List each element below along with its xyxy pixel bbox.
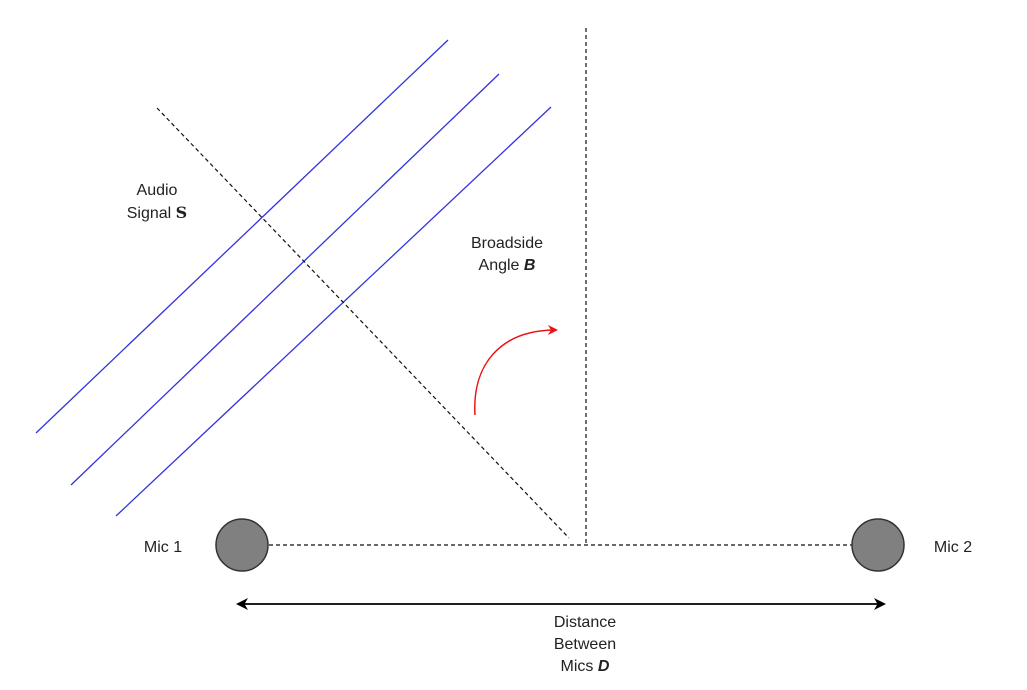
angle-arrow [474, 325, 558, 416]
mic-1-label: Mic 1 [143, 539, 183, 556]
distance-label: Distance Between Mics D [522, 612, 648, 678]
audio-signal-label-line1: Audio [136, 182, 178, 199]
broadside-angle-label-line2: Angle [478, 257, 524, 274]
wavefront-line-1 [35, 39, 449, 434]
propagation-direction-line [156, 107, 570, 539]
mic-2-label: Mic 2 [933, 539, 973, 556]
distance-label-line1: Distance [553, 614, 617, 631]
audio-signal-label: Audio Signal S [102, 180, 212, 225]
broadside-angle-variable: B [523, 257, 536, 274]
wavefront-line-2 [70, 73, 500, 486]
wavefront-line-3 [115, 106, 552, 517]
distance-label-line3: Mics [560, 658, 598, 675]
distance-label-line2: Between [553, 636, 617, 653]
mic-2-icon [851, 518, 905, 572]
audio-signal-variable: S [175, 203, 188, 222]
mic-1-icon [215, 518, 269, 572]
distance-variable: D [597, 658, 610, 675]
audio-signal-label-line2: Signal [126, 205, 176, 222]
broadside-angle-label-line1: Broadside [470, 235, 544, 252]
broadside-angle-label: Broadside Angle B [444, 233, 570, 277]
